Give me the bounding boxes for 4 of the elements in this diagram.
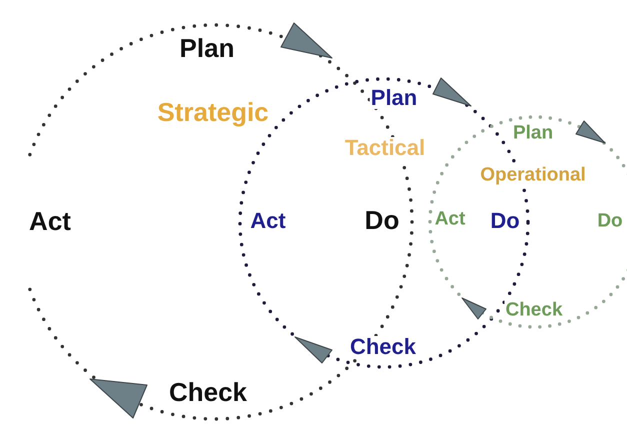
level-label: Strategic — [156, 99, 270, 125]
level-label: Operational — [479, 166, 587, 184]
phase-label: Plan — [370, 87, 418, 109]
level-label: Tactical — [344, 137, 426, 159]
